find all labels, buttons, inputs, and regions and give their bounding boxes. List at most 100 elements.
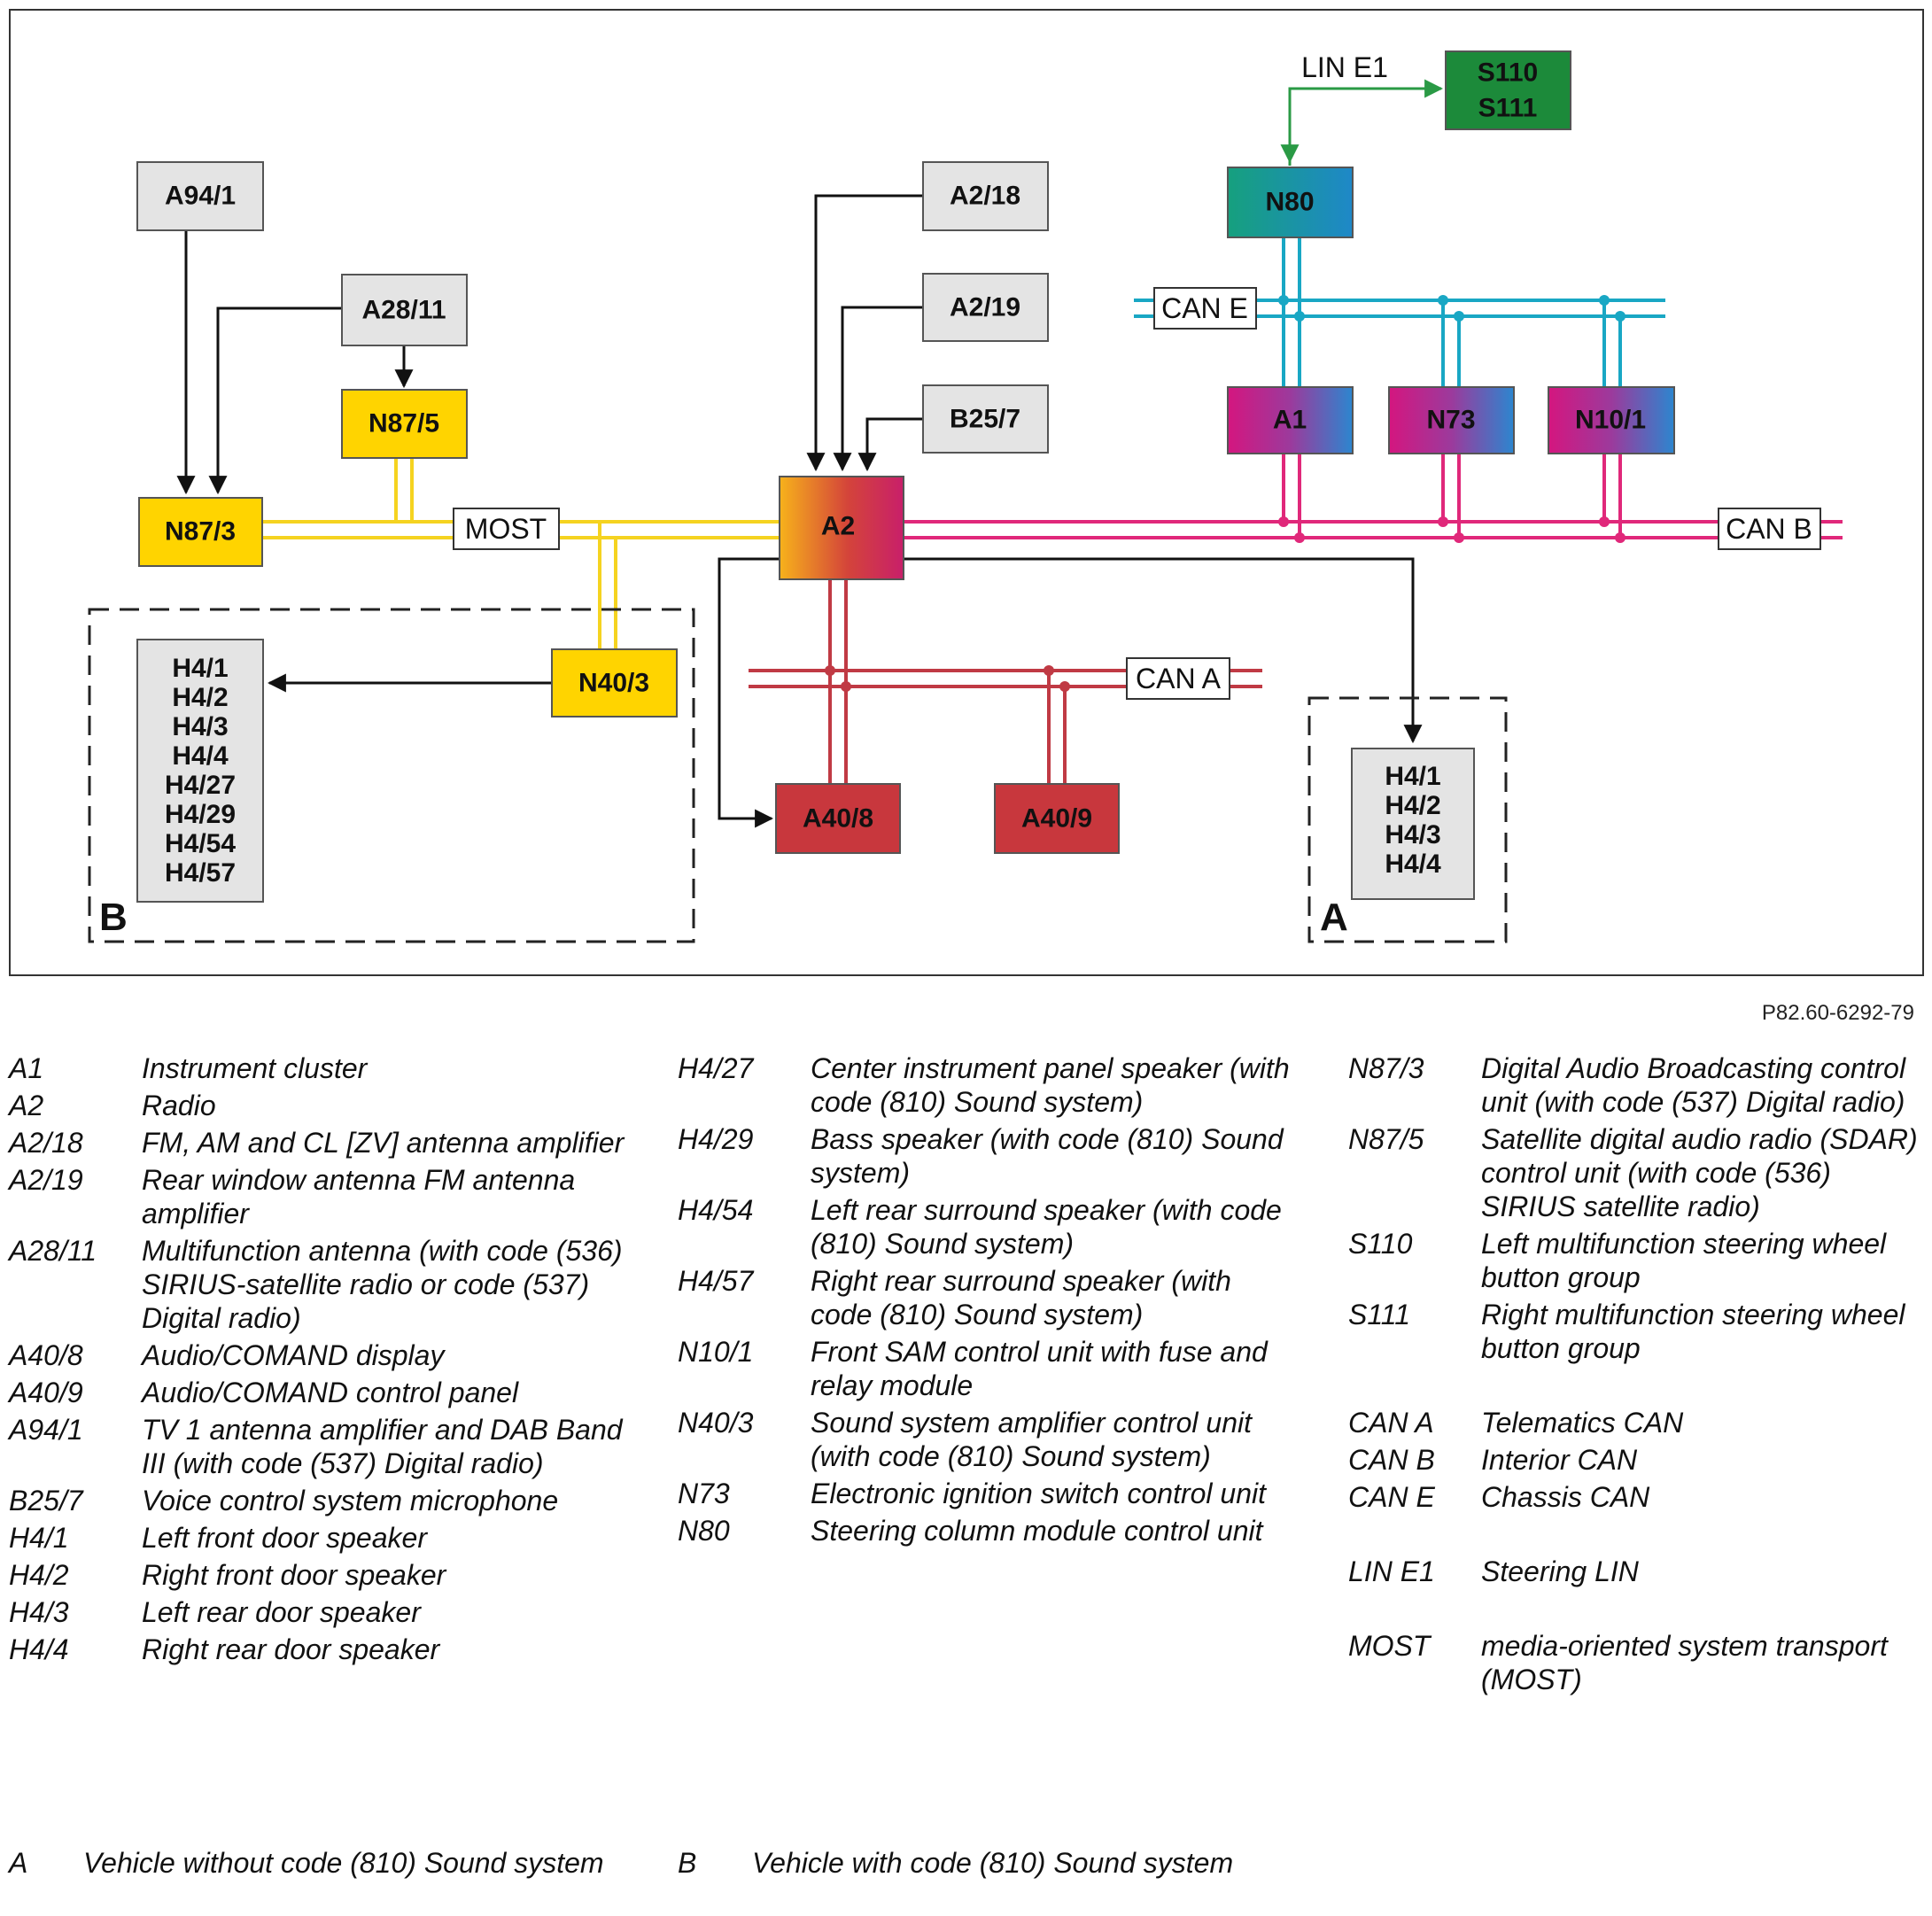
legend-code: B25/7 [9,1485,83,1517]
speaker-label: H4/3 [172,712,228,741]
legend-code: LIN E1 [1348,1555,1435,1587]
svg-text:N10/1: N10/1 [1575,406,1646,435]
bus-label-lin-e1: LIN E1 [1301,51,1388,83]
speaker-label: H4/4 [1385,849,1441,879]
legend-code: N10/1 [678,1336,754,1368]
legend-description: Left multifunction steering wheel button… [1481,1228,1887,1293]
legend-code: H4/29 [678,1123,754,1155]
legend-code: H4/3 [9,1596,69,1628]
region-a: A H4/1H4/2H4/3H4/4 [1307,696,1508,943]
svg-text:A2/19: A2/19 [950,293,1020,322]
legend-code: N80 [678,1515,730,1547]
figure-code: P82.60-6292-79 [1761,1001,1914,1025]
legend-description: Steering column module control unit [811,1515,1263,1547]
speaker-list-b [136,639,264,903]
svg-text:N87/3: N87/3 [165,517,236,547]
legend-code: H4/54 [678,1194,754,1226]
node-a2-radio: A2 [779,476,904,580]
legend-description: Left rear surround speaker (with code (8… [811,1194,1282,1260]
most-bus [262,458,780,680]
node-b25-7: B25/7 [922,384,1049,454]
region-a-label: A [1320,896,1348,939]
svg-text:A40/8: A40/8 [803,804,873,834]
svg-text:A2/18: A2/18 [950,182,1020,211]
region-b-label: B [99,896,128,939]
speaker-label: H4/2 [172,683,228,712]
node-n73: N73 [1388,386,1515,454]
svg-text:CAN E: CAN E [1161,292,1248,324]
node-n40-3: N40/3 [551,648,678,718]
legend-description: TV 1 antenna amplifier and DAB Band III … [142,1414,623,1479]
legend-row: N80 Steering column module control unit [678,1514,1298,1548]
can-b-bus [904,454,1843,543]
legend-description: Radio [142,1090,216,1121]
speaker-label: H4/1 [172,654,228,683]
legend-description: Satellite digital audio radio (SDAR) con… [1481,1123,1918,1222]
legend-description: Left front door speaker [142,1522,427,1554]
legend-row: B25/7 Voice control system microphone [9,1484,629,1517]
speaker-label: H4/29 [165,800,236,829]
legend-description: Audio/COMAND display [142,1339,445,1371]
legend-code: A40/8 [9,1339,83,1371]
legend-code: H4/1 [9,1522,69,1554]
variant-a-code: A [9,1847,28,1879]
svg-text:N87/5: N87/5 [369,409,439,438]
speaker-label: H4/2 [1385,791,1440,820]
legend-code: A2/18 [9,1127,83,1159]
signal-lines [176,194,1423,828]
legend-row: A40/8 Audio/COMAND display [9,1338,629,1372]
legend-description: Right front door speaker [142,1559,446,1591]
legend-code: A1 [9,1052,44,1084]
svg-text:A28/11: A28/11 [361,296,446,325]
variant-b-desc: Vehicle with code (810) Sound system [752,1847,1234,1879]
legend-code: H4/27 [678,1052,754,1084]
legend-description: Sound system amplifier control unit (wit… [811,1407,1252,1472]
legend-code: S111 [1348,1299,1410,1330]
legend-code: A2 [9,1090,44,1121]
bus-label-can-a: CAN A [1126,657,1230,700]
node-n87-5: N87/5 [341,389,468,459]
legend-code: N73 [678,1478,730,1509]
variant-b: B Vehicle with code (810) Sound system [678,1845,1475,1881]
svg-text:B25/7: B25/7 [950,405,1020,434]
node-a94-1: A94/1 [136,161,264,231]
legend-description: Voice control system microphone [142,1485,559,1517]
legend-row: H4/54 Left rear surround speaker (with co… [678,1193,1298,1261]
legend-description: Multifunction antenna (with code (536) S… [142,1235,623,1334]
legend-gap [1348,1592,1928,1629]
node-a28-11: A28/11 [341,274,468,346]
svg-text:A94/1: A94/1 [165,182,236,211]
legend-description: media-oriented system transport (MOST) [1481,1630,1888,1695]
legend-description: Interior CAN [1481,1444,1638,1476]
legend-gap [1348,1517,1928,1555]
node-n87-3: N87/3 [138,497,263,567]
legend-code: A2/19 [9,1164,83,1196]
legend-description: Front SAM control unit with fuse and rel… [811,1336,1268,1401]
bus-label-can-b: CAN B [1718,508,1821,550]
speaker-label: H4/54 [165,829,236,858]
node-n80: N80 [1227,167,1354,238]
legend-description: Steering LIN [1481,1555,1639,1587]
node-a2-19: A2/19 [922,273,1049,342]
speaker-label: H4/1 [1385,762,1440,791]
bus-label-most: MOST [453,508,560,550]
lin-e1-connection [1280,79,1444,166]
